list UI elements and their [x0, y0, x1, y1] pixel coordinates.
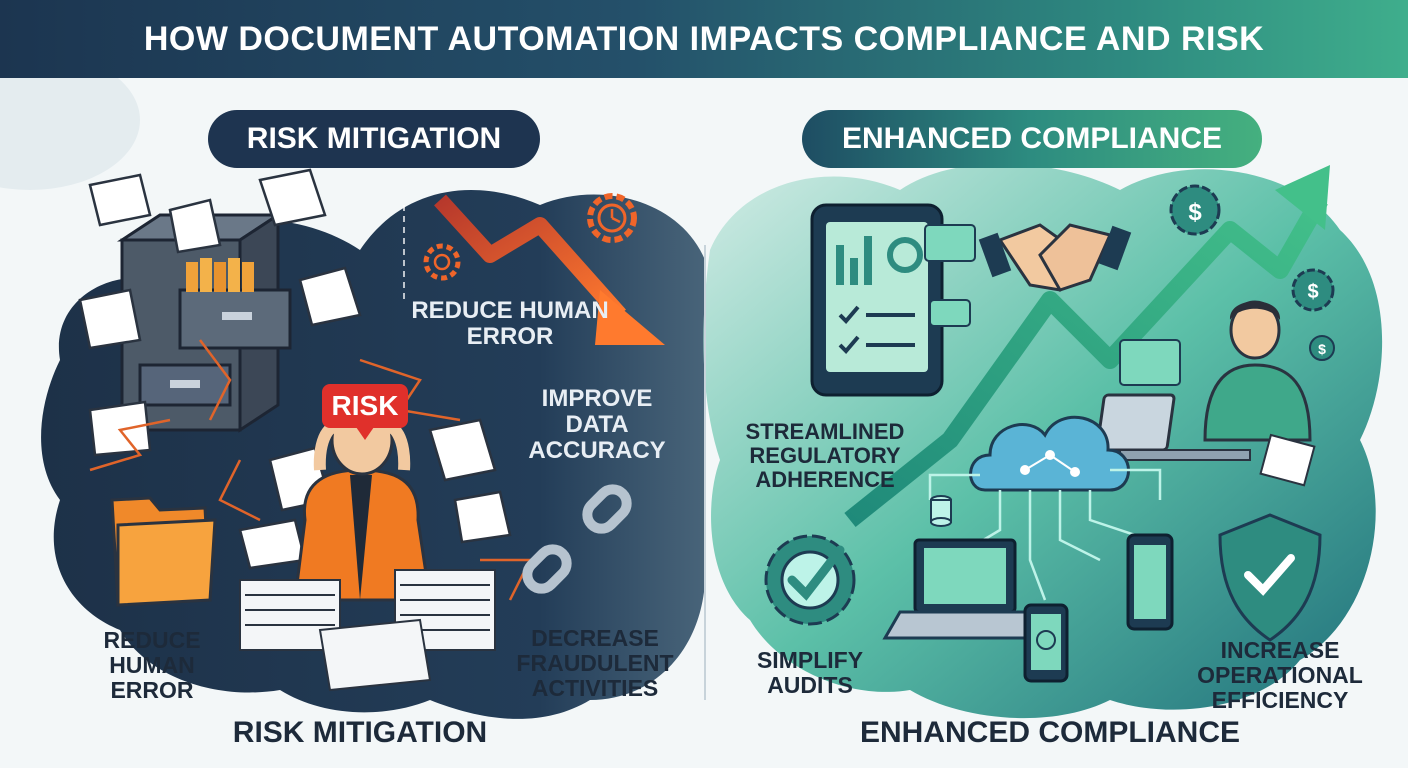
document-piles [239, 569, 496, 692]
stress-crack-lines [89, 339, 533, 601]
reduce-human-error-outer-label: REDUCE HUMAN ERROR [103, 627, 201, 703]
broken-chain-icon [522, 484, 632, 594]
check-gear-icon [764, 534, 856, 626]
svg-text:$: $ [1188, 199, 1202, 226]
down-trend-arrow-icon [434, 194, 665, 345]
simplify-audits-label: SIMPLIFY AUDITS [756, 647, 864, 698]
paper-stack-icon [78, 168, 512, 570]
risk-mitigation-pill: RISK MITIGATION [208, 110, 540, 168]
risk-mitigation-footer: RISK MITIGATION [232, 716, 488, 749]
dollar-gear-icon: $ $ $ [1169, 184, 1335, 361]
svg-text:$: $ [1307, 281, 1318, 303]
risk-badge: RISK [322, 384, 408, 440]
tablet-checklist-icon [810, 203, 976, 397]
shield-check-icon [1218, 513, 1322, 642]
up-trend-arrow-icon [844, 165, 1330, 528]
bg-blob-left [0, 50, 140, 190]
laptop-icon [882, 538, 1048, 640]
enhanced-compliance-footer: ENHANCED COMPLIANCE [859, 716, 1240, 749]
smartphone-icon [1023, 603, 1069, 683]
folder-icon [110, 496, 217, 607]
stressed-person-icon [293, 402, 432, 602]
enhanced-compliance-pill: ENHANCED COMPLIANCE [802, 110, 1262, 168]
gear-clock-icon [587, 193, 637, 243]
mobile-device-icon [1126, 533, 1174, 631]
increase-efficiency-label: INCREASE OPERATIONAL EFFICIENCY [1197, 637, 1363, 713]
page-title: HOW DOCUMENT AUTOMATION IMPACTS COMPLIAN… [143, 19, 1265, 58]
handshake-icon [978, 223, 1132, 292]
title-bar: HOW DOCUMENT AUTOMATION IMPACTS COMPLIAN… [0, 0, 1408, 78]
decrease-fraudulent-label: DECREASE FRAUDULENT ACTIVITIES [516, 625, 674, 701]
streamlined-adherence-label: STREAMLINED REGULATORY ADHERENCE [745, 419, 905, 492]
database-icon [930, 495, 952, 527]
reduce-human-error-inner-label: REDUCE HUMAN ERROR [411, 297, 609, 350]
svg-text:$: $ [1318, 341, 1326, 357]
gear-icon [423, 243, 461, 281]
person-laptop-icon [1095, 300, 1316, 487]
improve-data-accuracy-label: IMPROVE DATA ACCURACY [528, 385, 666, 464]
cloud-network-icon [928, 415, 1162, 601]
